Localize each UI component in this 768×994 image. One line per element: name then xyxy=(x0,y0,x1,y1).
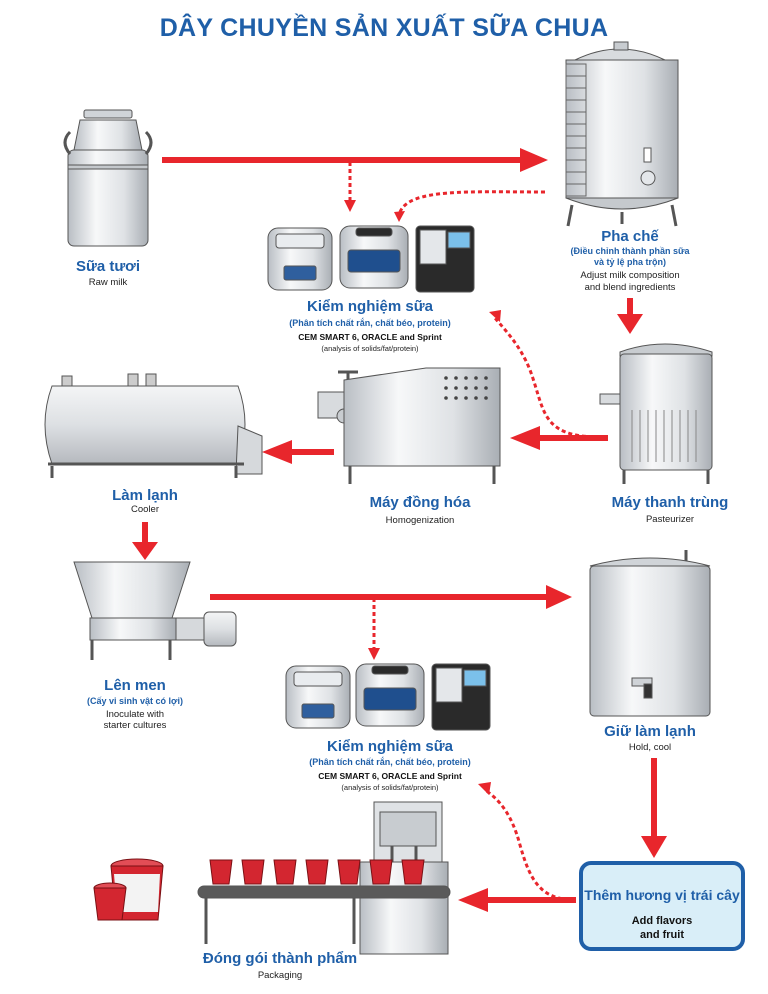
testing-1-label: Kiểm nghiệm sữa xyxy=(307,298,433,315)
add-flavors-box: Thêm hương vị trái cây Add flavors and f… xyxy=(579,861,745,951)
lab-instruments-top xyxy=(267,225,475,293)
raw-milk-en: Raw milk xyxy=(88,277,128,288)
pasteurizer-en: Pasteurizer xyxy=(645,514,695,525)
pasteurizer-label: Máy thanh trùng xyxy=(611,494,729,511)
blending-en-2: and blend ingredients xyxy=(584,282,676,293)
pasteurizer-illustration xyxy=(599,343,713,484)
testing-2-en-2: (analysis of solids/fat/protein) xyxy=(341,783,439,792)
fermenter-illustration xyxy=(73,561,237,660)
add-flavors-label: Thêm hương vị trái cây xyxy=(584,887,740,903)
testing-1-en-2: (analysis of solids/fat/protein) xyxy=(321,344,419,353)
cooler-en: Cooler xyxy=(131,504,159,515)
holding-tank-illustration xyxy=(589,550,711,717)
fermentation-en-1: Inoculate with xyxy=(105,709,165,720)
homogenization-label: Máy đồng hóa xyxy=(369,494,471,511)
homogenization-en: Homogenization xyxy=(385,515,455,526)
add-flavors-en-1: Add flavors xyxy=(631,915,693,927)
packaging-en: Packaging xyxy=(257,970,303,981)
testing-2-sub: (Phân tích chất rắn, chất béo, protein) xyxy=(309,757,471,767)
sample-arrow-heads xyxy=(344,200,501,795)
fermentation-sub: (Cấy vi sinh vật có lợi) xyxy=(87,696,183,706)
page-title: DÂY CHUYỀN SẢN XUẤT SỮA CHUA xyxy=(159,14,609,42)
raw-milk-label: Sữa tươi xyxy=(75,258,141,275)
cooler-tank-illustration xyxy=(44,373,263,478)
testing-2-en-1: CEM SMART 6, ORACLE and Sprint xyxy=(318,771,462,781)
blending-sub-1: (Điều chỉnh thành phần sữa xyxy=(570,246,690,256)
homogenizer-illustration xyxy=(317,367,501,484)
blending-label: Pha chế xyxy=(601,228,659,245)
yogurt-cups-illustration xyxy=(93,858,164,921)
fermentation-en-2: starter cultures xyxy=(103,720,167,731)
blending-sub-2: và tỷ lệ pha trộn) xyxy=(593,257,666,267)
testing-2-label: Kiểm nghiệm sữa xyxy=(327,738,453,755)
lab-instruments-bottom xyxy=(285,663,491,731)
add-flavors-en-2: and fruit xyxy=(640,929,684,941)
hold-cool-label: Giữ làm lạnh xyxy=(604,723,696,740)
fermentation-label: Lên men xyxy=(104,677,166,694)
sample-arrows xyxy=(348,162,601,902)
mixing-tank-illustration xyxy=(565,41,679,227)
testing-1-en-1: CEM SMART 6, ORACLE and Sprint xyxy=(298,332,442,342)
blending-en-1: Adjust milk composition xyxy=(580,270,680,281)
flow-arrows xyxy=(132,148,667,912)
hold-cool-en: Hold, cool xyxy=(628,742,672,753)
packaging-label: Đóng gói thành phẩm xyxy=(202,950,358,967)
milk-can-illustration xyxy=(63,109,153,247)
cooler-label: Làm lạnh xyxy=(112,487,178,504)
testing-1-sub: (Phân tích chất rắn, chất béo, protein) xyxy=(289,318,451,328)
packaging-line-illustration xyxy=(197,801,451,955)
